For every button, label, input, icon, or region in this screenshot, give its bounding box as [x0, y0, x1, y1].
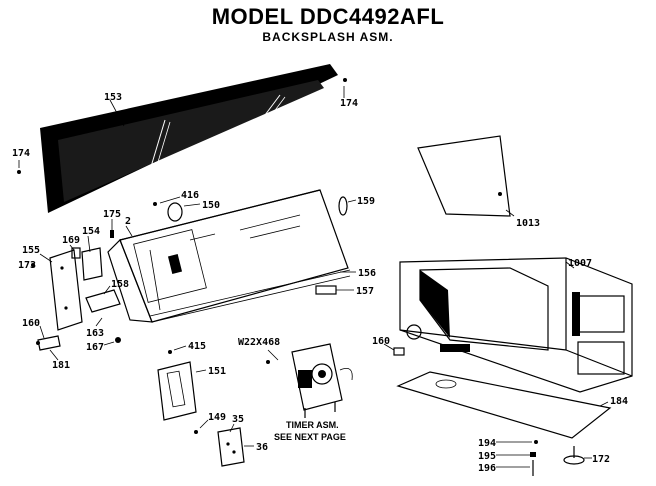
part-label-175: 175 — [103, 209, 121, 220]
part-label-155: 155 — [22, 245, 40, 256]
part-label-169: 169 — [62, 235, 80, 246]
part-label-w22x468: W22X468 — [238, 337, 280, 348]
screw-icon — [194, 430, 198, 434]
knob-icon — [167, 202, 183, 222]
part-label-416: 416 — [181, 190, 199, 201]
leader-35 — [229, 423, 235, 433]
leader-159 — [347, 199, 357, 203]
screw-icon — [168, 350, 172, 354]
part-label-160b: 160 — [372, 336, 390, 347]
leader-154 — [87, 235, 91, 253]
leader-160b — [383, 343, 395, 351]
part-label-181: 181 — [52, 360, 70, 371]
leader-149 — [199, 419, 209, 429]
control-panel-housing — [107, 189, 351, 323]
part-label-184: 184 — [610, 396, 628, 407]
end-cap-panel — [49, 249, 83, 331]
part-label-173: 173 — [18, 260, 36, 271]
timer-note-line2: SEE NEXT PAGE — [274, 432, 346, 442]
leader-184 — [599, 401, 609, 407]
part-label-415: 415 — [188, 341, 206, 352]
bracket-icon — [85, 289, 121, 313]
leader-167 — [103, 341, 115, 346]
leader-163 — [95, 317, 103, 327]
leader-416 — [159, 196, 181, 204]
clip-icon — [71, 247, 81, 259]
part-label-36: 36 — [256, 442, 268, 453]
part-label-174b: 174 — [12, 148, 30, 159]
part-label-35: 35 — [232, 414, 244, 425]
leader-151 — [195, 369, 207, 373]
leader-158 — [103, 285, 111, 295]
leader-w22x468 — [267, 349, 279, 361]
part-label-163: 163 — [86, 328, 104, 339]
part-label-196: 196 — [478, 463, 496, 474]
leader-160a — [39, 325, 45, 339]
part-label-167: 167 — [86, 342, 104, 353]
part-label-150: 150 — [202, 200, 220, 211]
part-label-174a: 174 — [340, 98, 358, 109]
part-label-194: 194 — [478, 438, 496, 449]
leader-153 — [109, 99, 125, 127]
part-label-149: 149 — [208, 412, 226, 423]
bracket-icon — [81, 247, 103, 281]
base-plate — [396, 371, 612, 439]
switch-icon — [217, 427, 245, 467]
part-label-154: 154 — [82, 226, 100, 237]
page-title: MODEL DDC4492AFL — [211, 4, 445, 29]
clip-icon — [393, 347, 405, 356]
part-label-195: 195 — [478, 451, 496, 462]
part-label-1007: 1007 — [568, 258, 592, 269]
leader-2 — [125, 225, 133, 237]
part-label-156: 156 — [358, 268, 376, 279]
part-label-158: 158 — [111, 279, 129, 290]
part-label-172: 172 — [592, 454, 610, 465]
screw-icon — [153, 202, 157, 206]
bracket-icon — [315, 285, 337, 295]
bracket-icon — [37, 335, 61, 351]
screw-icon — [17, 170, 21, 174]
part-label-1013: 1013 — [516, 218, 540, 229]
timer-note-line1: TIMER ASM. — [286, 420, 339, 430]
screw-icon — [31, 263, 35, 267]
leader-1007 — [565, 261, 575, 269]
part-label-157: 157 — [356, 286, 374, 297]
leader-415 — [173, 345, 187, 351]
timer-assembly — [291, 343, 353, 418]
access-cover-panel — [417, 135, 511, 217]
part-label-160a: 160 — [22, 318, 40, 329]
part-label-151: 151 — [208, 366, 226, 377]
end-cap-icon — [338, 196, 348, 216]
leader-169 — [69, 244, 75, 251]
clip-icon — [110, 230, 114, 238]
leader-155 — [39, 253, 53, 263]
backsplash-glass-panel — [40, 64, 338, 213]
leader-1013 — [505, 209, 515, 217]
part-label-2: 2 — [125, 216, 131, 227]
rear-housing-box — [399, 257, 633, 393]
screw-icon — [115, 337, 121, 343]
screw-icon — [343, 78, 347, 82]
leader-150 — [183, 203, 201, 207]
page-subtitle: BACKSPLASH ASM. — [262, 30, 394, 44]
leader-181 — [49, 349, 59, 361]
part-label-159: 159 — [357, 196, 375, 207]
bezel-panel — [157, 361, 197, 421]
part-label-153: 153 — [104, 92, 122, 103]
